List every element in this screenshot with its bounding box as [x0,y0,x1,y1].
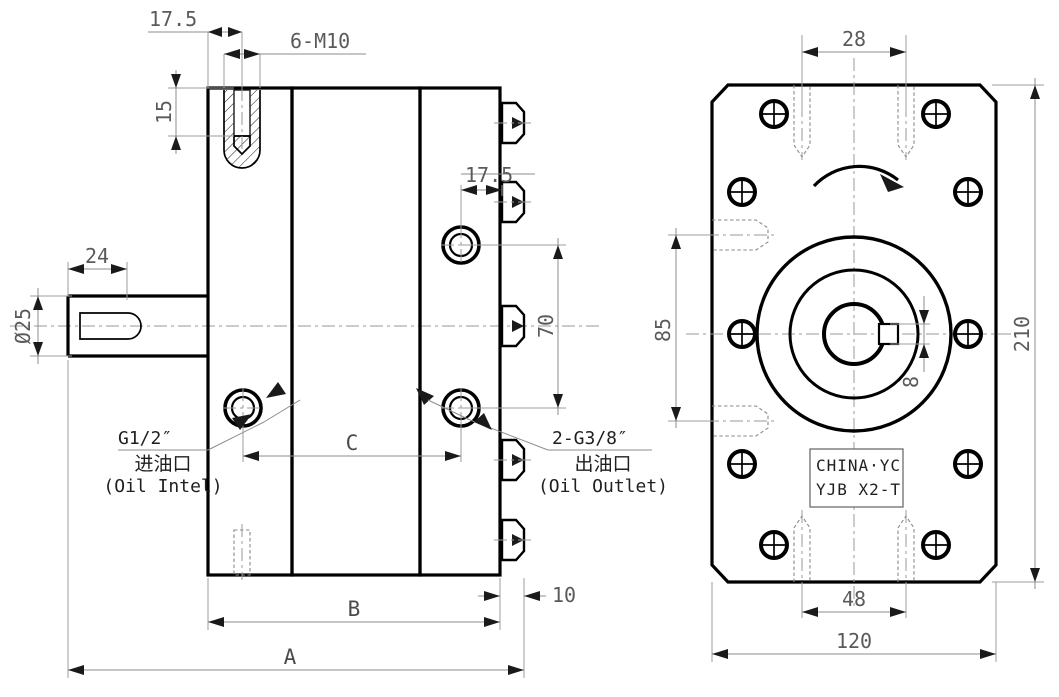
bolt-head-4 [494,438,534,482]
dim-label-C: C [346,431,359,455]
bolt-low-right [953,449,983,479]
dim-B: B [207,578,501,630]
nameplate: CHINA·YC YJB X2-T [809,448,904,508]
callout-oil-outlet: 2-G3/8″ 出油口 (Oil Outlet) [416,388,668,497]
dim-210: 210 [992,78,1044,589]
dim-label-8: 8 [899,376,923,388]
dim-label-15: 15 [152,100,176,124]
nameplate-line-2: YJB X2-T [816,480,901,499]
dim-dia-25: Ø25 [11,288,72,364]
dim-label-48: 48 [842,587,866,611]
dim-70: 70 [461,238,566,415]
oil-inlet-label-en: (Oil Intel) [103,476,222,497]
dim-10: 10 [478,578,576,607]
dim-label-120: 120 [836,629,872,653]
dim-label-10: 10 [552,583,576,607]
dim-85: 85 [651,228,718,428]
keyway-slot [877,322,900,346]
dim-label-A: A [284,645,297,669]
bolt-low-left [727,449,757,479]
mounting-bolts [727,99,983,560]
bolt-top-right [921,99,951,129]
left-view-group: 17.5 6-M10 15 24 [10,7,668,678]
dim-17-5-top: 17.5 [148,7,243,88]
housing-outline [710,83,998,584]
right-view-group: CHINA·YC YJB X2-T 28 85 [651,27,1044,662]
callout-oil-inlet: G1/2″ 进油口 (Oil Intel) [103,382,301,497]
rotation-direction-icon [812,164,904,192]
bolt-bottom-right [921,530,951,560]
dim-24: 24 [67,244,128,300]
oil-outlet-label-en: (Oil Outlet) [538,476,668,497]
bolt-head-1 [494,101,534,145]
dim-48: 48 [801,582,907,618]
dim-8: 8 [890,296,930,388]
hub-middle-circle [788,268,920,400]
bolt-top-left [759,99,789,129]
dim-label-28: 28 [842,27,866,51]
dim-label-210: 210 [1010,316,1034,352]
hidden-stud-top-right [897,80,915,160]
bolt-mid-right [953,177,983,207]
body-rear-cover [418,86,502,577]
dim-17-5-right: 17.5 [460,163,535,232]
m10-section-detail [223,88,261,169]
bolt-head-2 [494,180,534,224]
bolt-head-row [494,101,534,562]
dim-label-70: 70 [534,314,558,338]
dim-label-17-5-top: 17.5 [149,7,197,31]
front-cover-hidden-stud [233,524,251,580]
dim-label-17-5-right: 17.5 [465,163,513,187]
shaft [66,294,208,358]
m10-drill-point [233,135,251,156]
bolt-head-5 [494,518,534,562]
hidden-stud-top-left [793,80,811,160]
dim-label-dia-25: Ø25 [11,308,35,344]
shaft-keyway [79,312,142,340]
nameplate-line-1: CHINA·YC [816,456,901,475]
bolt-bottom-left [759,530,789,560]
dim-6-m10: 6-M10 [223,29,366,88]
bolt-centre-right [953,319,983,349]
dim-15: 15 [152,70,234,154]
oil-outlet-spec: 2-G3/8″ [552,428,628,449]
bolt-mid-left [727,177,757,207]
bolt-centre-left [727,319,757,349]
oil-outlet-label-cn: 出油口 [574,453,631,475]
bolt-head-3 [500,304,526,348]
dim-label-B: B [348,597,361,621]
dim-label-24: 24 [85,244,109,268]
hidden-stud-bottom-left [793,510,811,588]
dim-label-6-m10: 6-M10 [290,29,350,53]
dim-label-85: 85 [651,318,675,342]
oil-inlet-spec: G1/2″ [118,428,172,449]
dim-28: 28 [801,27,907,112]
dim-120: 120 [711,582,997,662]
oil-inlet-label-cn: 进油口 [134,453,191,475]
hidden-stud-bottom-right [897,510,915,588]
